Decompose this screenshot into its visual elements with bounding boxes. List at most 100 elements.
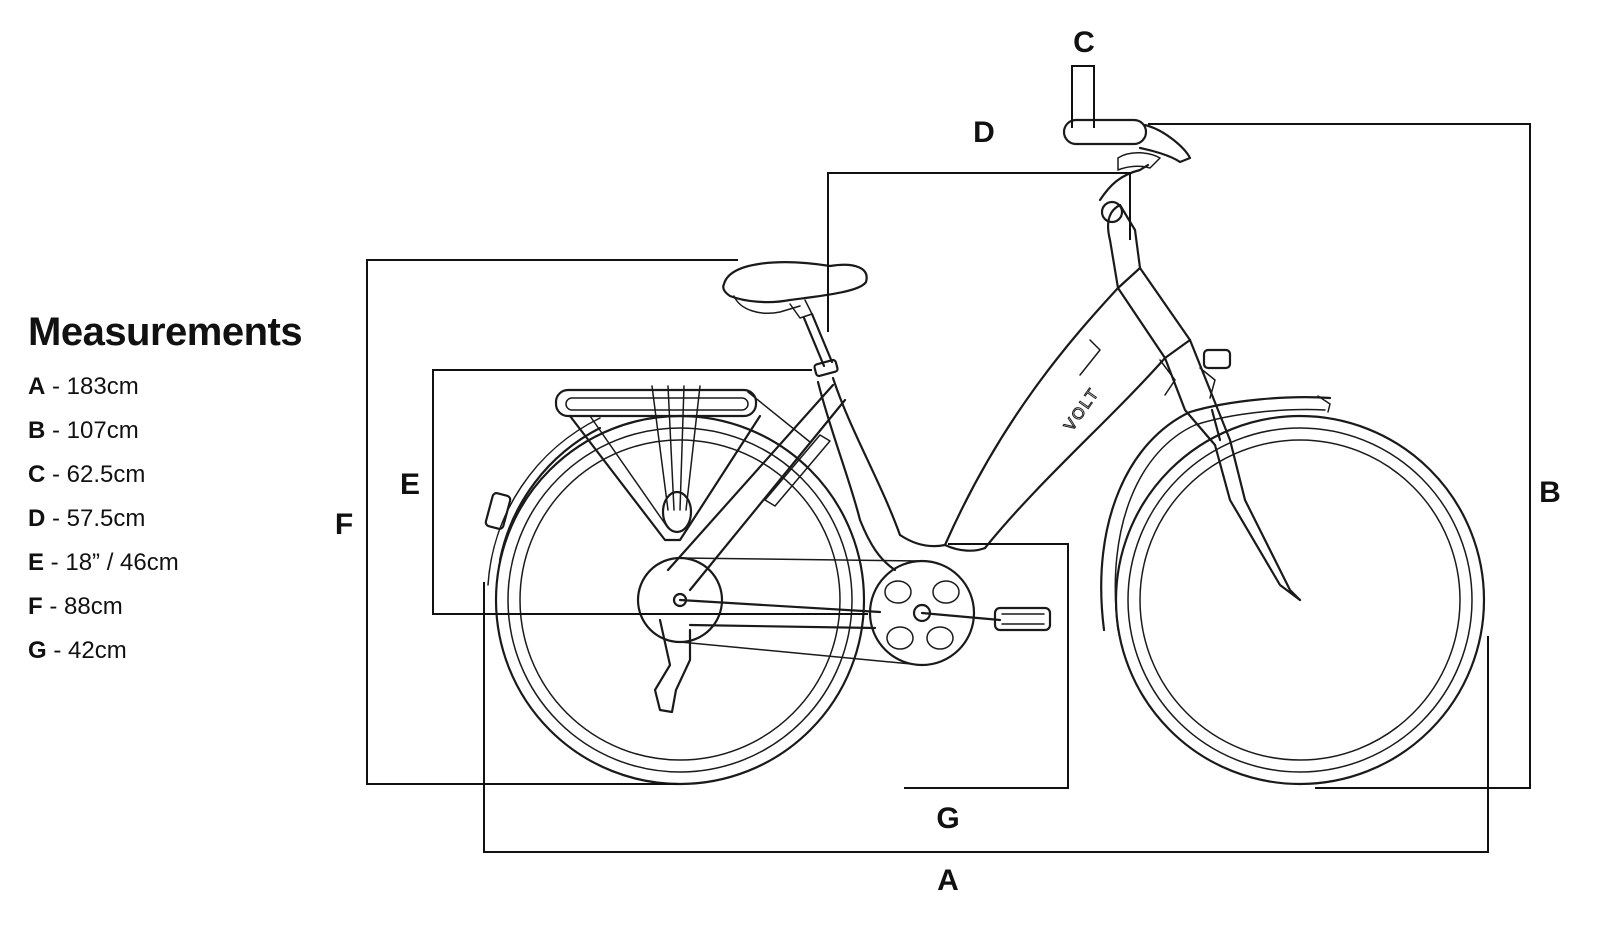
down-tube-lower	[983, 356, 1167, 550]
pedal-tread	[1001, 613, 1045, 625]
seat-tube-junction	[898, 533, 947, 548]
measurement-value: 62.5cm	[66, 461, 146, 488]
frame: VOLT	[666, 266, 1192, 630]
seat-stay-lower	[688, 398, 847, 592]
measurement-separator: -	[42, 593, 64, 620]
measurement-key: C	[28, 461, 46, 488]
seat-stay-upper	[666, 383, 835, 572]
handlebar-grip	[1062, 118, 1148, 146]
handlebar-riser	[1098, 163, 1150, 202]
dimension-g-line	[904, 543, 1069, 789]
measurements-title: Measurements	[28, 310, 303, 354]
drivetrain	[636, 556, 1052, 714]
dimension-f-label: F	[335, 508, 353, 541]
measurement-key: D	[28, 505, 46, 532]
fork-back	[1188, 338, 1302, 602]
dimension-b-label: B	[1539, 476, 1561, 509]
saddle-top	[722, 261, 868, 304]
headlight	[1202, 348, 1232, 370]
chainring-hole	[926, 626, 954, 650]
measurement-key: B	[28, 417, 46, 444]
fork-front	[1163, 356, 1302, 602]
dimension-a-label: A	[937, 864, 959, 897]
measurements-list: A - 183cm B - 107cm C - 62.5cm D - 57.5c…	[28, 365, 302, 673]
seat-tube-front	[831, 376, 902, 537]
front-tyre-inner	[1127, 427, 1473, 773]
head-tube	[1116, 266, 1192, 360]
chain-stay-lower	[688, 623, 877, 630]
measurement-value: 88cm	[64, 593, 123, 620]
frame-logo: VOLT	[1061, 385, 1103, 435]
brake-cable	[1210, 408, 1222, 442]
fork-crown	[1159, 359, 1176, 396]
pedal	[993, 606, 1052, 632]
measurement-key: F	[28, 593, 43, 620]
measurement-value: 42cm	[68, 637, 127, 664]
measurements-panel: Measurements A - 183cm B - 107cm C - 62.…	[28, 310, 303, 673]
rack-struts	[568, 414, 762, 542]
bike-drawing: VOLT	[484, 118, 1486, 786]
stem	[1106, 203, 1142, 290]
rack-straps	[651, 385, 701, 511]
dimension-lines	[366, 65, 1531, 853]
saddle-base	[733, 295, 801, 314]
measurement-value: 107cm	[66, 417, 139, 444]
measurement-separator: -	[45, 505, 67, 532]
dimension-a-line	[483, 582, 1489, 853]
dimension-e-line	[432, 369, 868, 615]
brake-lever	[1138, 123, 1192, 164]
measurement-separator: -	[45, 461, 67, 488]
rear-tyre-inner	[507, 427, 853, 773]
dimension-d-line	[827, 172, 1131, 332]
measurement-separator: -	[44, 549, 66, 576]
measurement-g: G - 42cm	[28, 629, 302, 673]
battery-slot	[764, 434, 831, 507]
measurement-key: E	[28, 549, 45, 576]
dimension-e-label: E	[400, 468, 420, 501]
chainring-hole	[884, 580, 912, 604]
front-wheel	[1100, 395, 1486, 786]
dimension-labels: A B C D E F G	[335, 26, 1561, 897]
measurement-separator: -	[46, 637, 68, 664]
front-mudguard	[1100, 396, 1332, 632]
seatpost	[802, 312, 834, 368]
dimension-c-line	[1071, 65, 1095, 128]
rack-arm	[747, 391, 811, 443]
dimension-g-label: G	[936, 802, 959, 835]
measurement-e: E - 18” / 46cm	[28, 541, 302, 585]
rear-rack	[554, 385, 811, 542]
front-mudguard-tip	[1317, 395, 1331, 413]
crank-arm	[920, 611, 1002, 622]
chainring-hole	[932, 580, 960, 604]
frame-detail	[1079, 339, 1101, 376]
measurement-separator: -	[45, 417, 67, 444]
down-tube-upper	[943, 286, 1120, 547]
measurement-key: A	[28, 373, 46, 400]
saddle	[722, 261, 868, 378]
measurement-value: 18” / 46cm	[65, 549, 179, 576]
front-rim	[1139, 439, 1461, 761]
measurement-d: D - 57.5cm	[28, 497, 302, 541]
dimension-d-label: D	[973, 116, 995, 149]
chainring-hole	[886, 626, 914, 650]
headlight-bracket	[1199, 367, 1216, 399]
rack-strap-hook	[661, 490, 693, 534]
rack-rail	[565, 397, 749, 411]
seat-tube-back	[816, 380, 897, 572]
front-end	[1062, 118, 1302, 602]
seatpost-clamp	[813, 358, 839, 378]
measurement-b: B - 107cm	[28, 409, 302, 453]
rear-reflector	[484, 492, 512, 530]
rear-rim	[519, 439, 841, 761]
rear-hub	[672, 592, 688, 608]
stem-bolt	[1100, 200, 1124, 224]
measurement-value: 57.5cm	[66, 505, 146, 532]
rear-mudguard	[498, 426, 602, 562]
measurement-key: G	[28, 637, 47, 664]
measurement-separator: -	[45, 373, 67, 400]
down-tube-bottom	[943, 543, 987, 552]
bell	[1117, 152, 1161, 171]
measurement-value: 183cm	[66, 373, 139, 400]
chain-stay-upper	[678, 598, 882, 614]
